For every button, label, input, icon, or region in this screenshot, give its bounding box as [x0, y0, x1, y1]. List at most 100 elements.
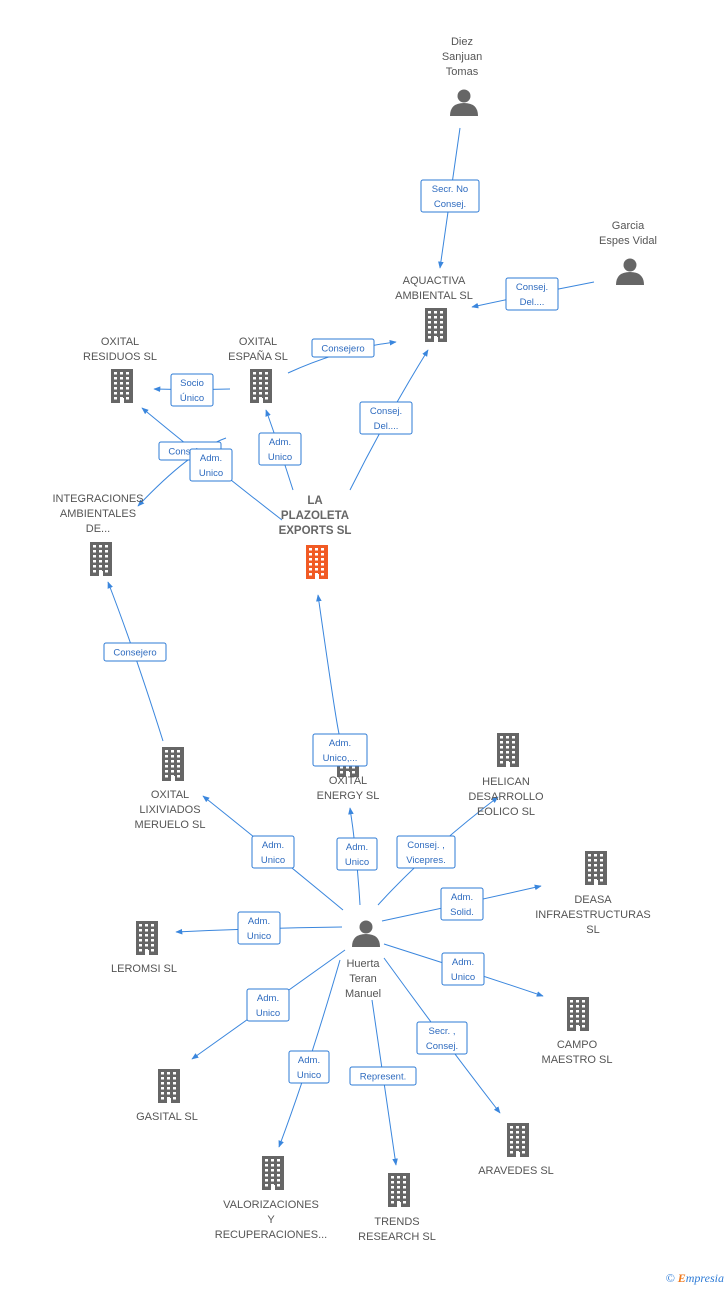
brand-logo: © Empresia [666, 1271, 724, 1286]
edge-label-text: Adm. [200, 453, 222, 464]
edge-label-text: Adm. [262, 840, 284, 851]
node-aravedes[interactable]: ARAVEDES SL [478, 1123, 554, 1177]
edge-label-diez-aquactiva[interactable]: Secr. No Consej. [420, 179, 480, 213]
node-label: Y [267, 1214, 275, 1226]
edge-label-text: Unico [199, 468, 223, 479]
node-label: Diez [451, 36, 473, 48]
edge-label-text: Consej. [370, 406, 402, 417]
node-label: DESARROLLO [468, 791, 544, 803]
building-icon [306, 545, 328, 579]
edge-label-huerta-plazoleta[interactable]: Adm.Unico,... [312, 733, 368, 767]
node-leromsi[interactable]: LEROMSI SL [111, 921, 177, 975]
node-label: DE... [86, 523, 110, 535]
building-icon [425, 308, 447, 342]
edge-label-huerta-deasa[interactable]: Adm.Solid. [440, 887, 484, 921]
node-label: GASITAL SL [136, 1111, 198, 1123]
node-label: LIXIVIADOS [139, 804, 200, 816]
edge-label-plazoleta-aquactiva[interactable]: Consej. Del.... [359, 401, 413, 435]
building-icon [585, 851, 607, 885]
node-label: TRENDS [374, 1216, 419, 1228]
node-label: Espes Vidal [599, 235, 657, 247]
edge-label-text: Secr. No [432, 184, 468, 195]
edge-label-text: Adm. [451, 892, 473, 903]
edge-label-text: Unico [451, 972, 475, 983]
edge-label-text: Unico [247, 931, 271, 942]
node-label: EXPORTS SL [279, 525, 352, 537]
node-label: AQUACTIVA [403, 275, 466, 287]
edge-label-oxesp-aquactiva[interactable]: Consejero [311, 338, 375, 358]
building-icon [497, 733, 519, 767]
node-integ[interactable]: INTEGRACIONESAMBIENTALESDE... [52, 493, 144, 576]
node-oxesp[interactable]: OXITAL ESPAÑA SL [228, 336, 288, 403]
edge-label-huerta-campo[interactable]: Adm. Unico [441, 952, 485, 986]
edge-label-huerta-leromsi[interactable]: Adm. Unico [237, 911, 281, 945]
edge-label-plazoleta-oxres[interactable]: Adm. Unico [189, 448, 233, 482]
node-label: OXITAL [239, 336, 277, 348]
edge-label-huerta-trends[interactable]: Represent. [349, 1066, 417, 1086]
edge-label-text: Represent. [360, 1072, 406, 1083]
edge-label-text: Adm. [346, 842, 368, 853]
node-label: MAESTRO SL [542, 1054, 613, 1066]
edge-label-plazoleta-oxesp[interactable]: Adm.Unico [258, 432, 302, 466]
edge-label-huerta-helican[interactable]: Consej. ,Vicepres. [396, 835, 456, 869]
node-label: VALORIZACIONES [223, 1199, 319, 1211]
building-icon [136, 921, 158, 955]
edge-label-text: Secr. , [429, 1026, 456, 1037]
edge-label-lixiv-integ[interactable]: Consejero [103, 642, 167, 662]
edge-label-text: Consej. [434, 199, 466, 210]
edge-label-text: Adm. [269, 437, 291, 448]
building-icon [158, 1069, 180, 1103]
person-icon [616, 258, 644, 285]
person-icon [352, 920, 380, 947]
edge-label-text: Socio [180, 378, 204, 389]
node-label: OXITAL [329, 775, 367, 787]
edge-label-text: Consej. , [407, 840, 445, 851]
node-label: Huerta [346, 958, 380, 970]
node-valoriz[interactable]: VALORIZACIONES Y RECUPERACIONES... [215, 1156, 327, 1241]
edge-label-text: Adm. [298, 1055, 320, 1066]
person-icon [450, 89, 478, 116]
node-label: RESIDUOS SL [83, 351, 157, 363]
node-label: INTEGRACIONES [52, 493, 143, 505]
edge-label-huerta-valoriz[interactable]: Adm.Unico [288, 1050, 330, 1084]
edge-label-text: Del.... [374, 421, 399, 432]
node-label: SL [586, 924, 599, 936]
edge-label-text: Adm. [248, 916, 270, 927]
building-icon [250, 369, 272, 403]
node-label: Manuel [345, 988, 381, 1000]
node-oxenergy[interactable]: OXITAL ENERGY SL [317, 743, 380, 802]
building-icon [388, 1173, 410, 1207]
edge-label-huerta-gasital[interactable]: Adm. Unico [246, 988, 290, 1022]
node-label: RECUPERACIONES... [215, 1229, 327, 1241]
node-gasital[interactable]: GASITAL SL [136, 1069, 198, 1123]
brand-e: E [677, 1271, 686, 1285]
edge-label-text: Unico [256, 1008, 280, 1019]
building-icon [90, 542, 112, 576]
node-label: Garcia [612, 220, 645, 232]
building-icon [507, 1123, 529, 1157]
edge-label-text: Único [180, 393, 204, 404]
edge-label-huerta-oxenergy[interactable]: Adm.Unico [336, 837, 378, 871]
node-label: HELICAN [482, 776, 530, 788]
edge-label-text: Adm. [257, 993, 279, 1004]
building-icon [162, 747, 184, 781]
edge-label-text: Adm. [452, 957, 474, 968]
edge-label-huerta-lixiv[interactable]: Adm.Unico [251, 835, 295, 869]
edge-label-garcia-aquactiva[interactable]: Consej.Del.... [505, 277, 559, 311]
node-label: ESPAÑA SL [228, 350, 288, 363]
node-label: ENERGY SL [317, 790, 380, 802]
edge-label-huerta-aravedes[interactable]: Secr. ,Consej. [416, 1021, 468, 1055]
